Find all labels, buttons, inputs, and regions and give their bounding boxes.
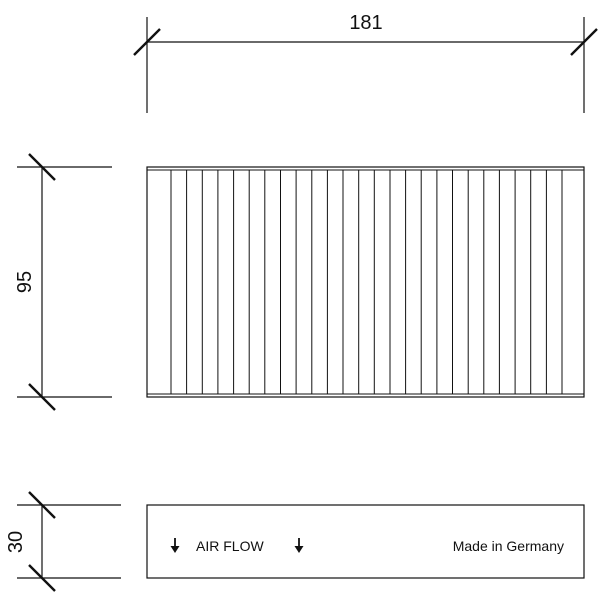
arrow-down-icon: [170, 538, 180, 553]
filter-outline: [146, 166, 585, 398]
thickness-label: 30: [5, 531, 27, 553]
width-dimension: [133, 17, 598, 113]
side-view-outline: [146, 504, 585, 579]
origin-label: Made in Germany: [453, 538, 564, 554]
height-tick-top: [28, 153, 56, 181]
width-label: 181: [349, 12, 382, 34]
filter-pleats: [170, 170, 563, 394]
width-tick-left: [133, 28, 161, 56]
filter-side-view: AIR FLOW Made in Germany: [146, 504, 585, 579]
filter-front-view: [146, 166, 585, 398]
thickness-dimension: [17, 491, 121, 592]
height-label: 95: [14, 271, 36, 293]
arrow-down-icon: [294, 538, 304, 553]
height-dimension: [17, 153, 112, 411]
thickness-tick-top: [28, 491, 56, 519]
width-tick-right: [570, 28, 598, 56]
thickness-tick-bottom: [28, 564, 56, 592]
airflow-label: AIR FLOW: [196, 538, 264, 554]
height-tick-bottom: [28, 383, 56, 411]
